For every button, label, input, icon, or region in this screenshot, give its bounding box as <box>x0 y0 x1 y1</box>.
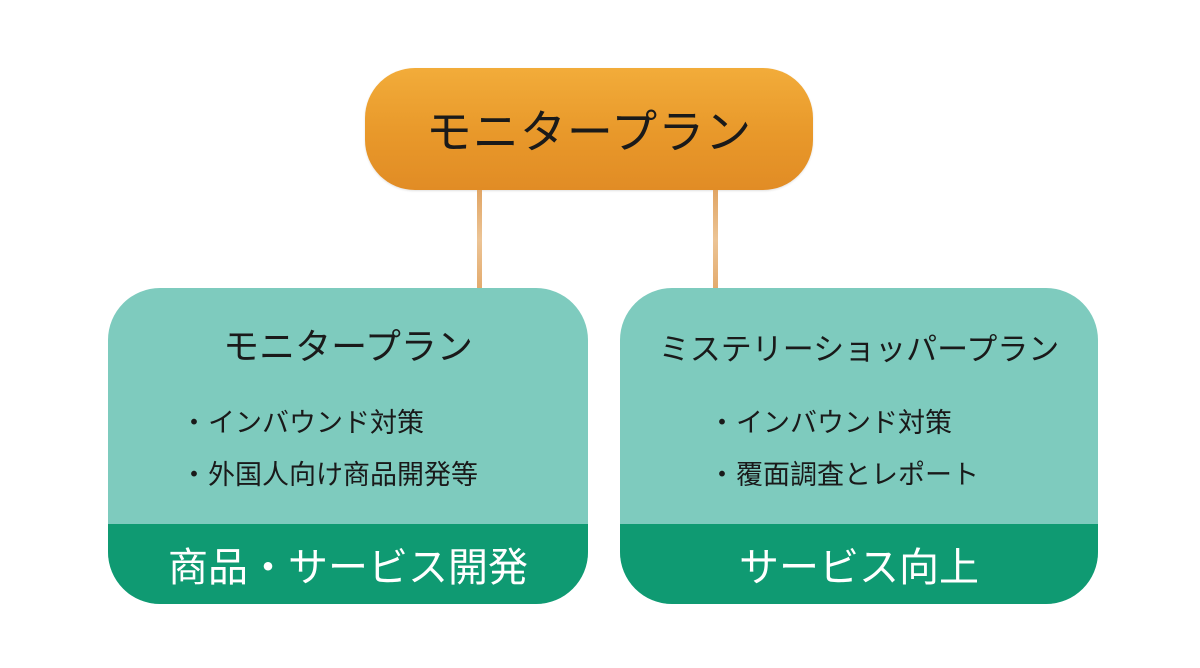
plan-bullet-list: ・インバウンド対策 ・外国人向け商品開発等 <box>108 398 588 502</box>
plan-bullet-text: インバウンド対策 <box>208 408 424 439</box>
plan-title: モニタープラン <box>223 327 473 368</box>
plan-bullet: ・覆面調査とレポート <box>620 450 1098 502</box>
bullet-dot: ・ <box>708 460 736 491</box>
root-title: モニタープラン <box>425 105 753 159</box>
plan-footer-label: 商品・サービス開発 <box>168 545 528 591</box>
plan-bullet: ・外国人向け商品開発等 <box>108 450 588 502</box>
plan-footer-label: サービス向上 <box>739 545 979 591</box>
plan-bullet-text: 外国人向け商品開発等 <box>208 460 478 491</box>
connector-right <box>713 190 718 290</box>
plan-card-mystery-shopper: ミステリーショッパープラン ・インバウンド対策 ・覆面調査とレポート サービス向… <box>620 288 1098 604</box>
plan-bullet: ・インバウンド対策 <box>620 398 1098 450</box>
plan-title: ミステリーショッパープラン <box>658 332 1060 368</box>
connector-left <box>477 190 482 290</box>
plan-bullet: ・インバウンド対策 <box>108 398 588 450</box>
plan-bullet-text: インバウンド対策 <box>736 408 952 439</box>
bullet-dot: ・ <box>708 408 736 439</box>
root-node: モニタープラン <box>365 68 813 190</box>
plan-footer: 商品・サービス開発 <box>108 524 588 604</box>
bullet-dot: ・ <box>180 408 208 439</box>
plan-footer: サービス向上 <box>620 524 1098 604</box>
plan-bullet-text: 覆面調査とレポート <box>736 460 979 491</box>
plan-card-monitor: モニタープラン ・インバウンド対策 ・外国人向け商品開発等 商品・サービス開発 <box>108 288 588 604</box>
bullet-dot: ・ <box>180 460 208 491</box>
plan-bullet-list: ・インバウンド対策 ・覆面調査とレポート <box>620 398 1098 502</box>
